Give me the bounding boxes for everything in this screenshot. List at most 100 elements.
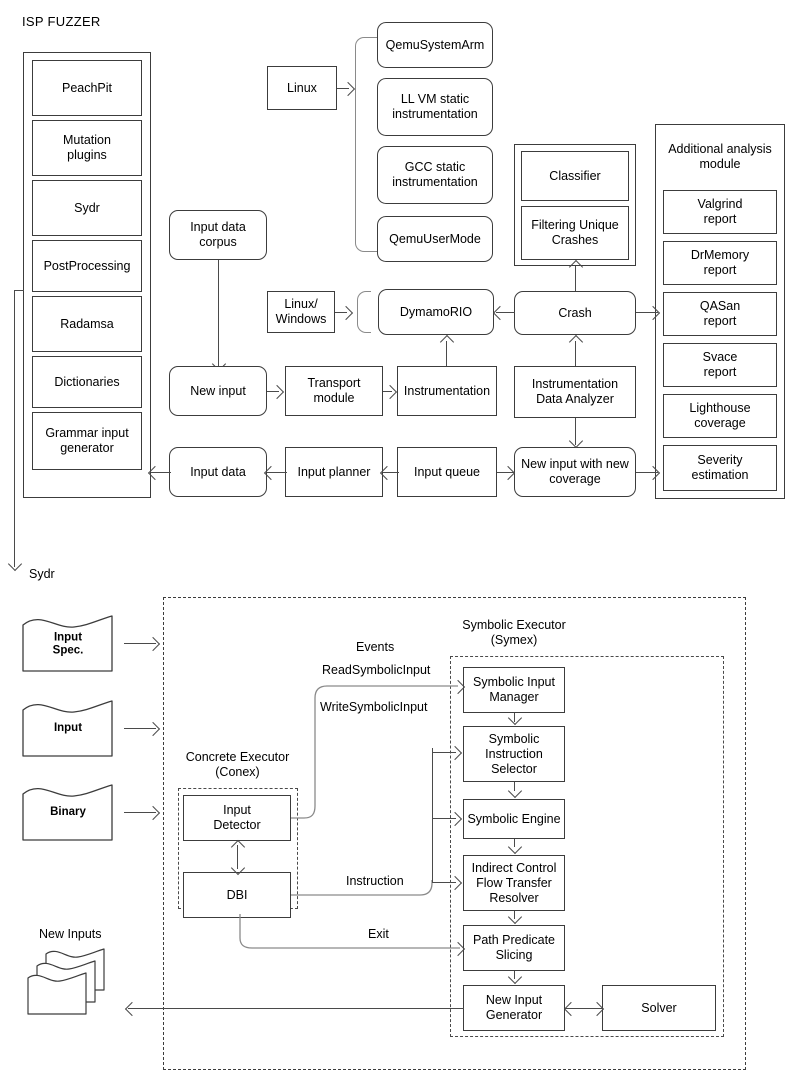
transport-instr-line	[383, 391, 392, 392]
instr-to-dymamorio-line	[446, 341, 447, 366]
transport-instr-arrow-icon	[382, 384, 398, 399]
analyzer-to-crash-line	[575, 341, 576, 366]
concrete-executor-title: Concrete Executor (Conex)	[185, 750, 290, 779]
edge-label-instruction: Instruction	[346, 874, 404, 888]
target-llvm-static-instrumentation[interactable]: LL VM static instrumentation	[377, 78, 493, 136]
node-transport-module[interactable]: Transport module	[285, 366, 383, 416]
plugin-radamsa[interactable]: Radamsa	[32, 296, 142, 352]
node-solver[interactable]: Solver	[602, 985, 716, 1031]
dbi-os-arrow-head-icon	[338, 305, 354, 320]
input-arrow-line	[124, 728, 156, 729]
bus-to-icftr-line	[432, 882, 456, 883]
os-linux-box[interactable]: Linux	[267, 66, 337, 110]
inputspec-arrow-line	[124, 643, 156, 644]
analysis-module-title: Additional analysis module	[668, 142, 772, 171]
fuzzer-loop-down-line	[14, 290, 15, 567]
inputqueue-to-newcoverage-arrow-icon	[500, 465, 516, 480]
icftr-to-pps-line	[514, 911, 515, 919]
inputdata-to-grammar-line	[151, 472, 171, 473]
node-new-input-generator[interactable]: New Input Generator	[463, 985, 565, 1031]
isp-fuzzer-plugin-container	[23, 52, 151, 498]
node-path-predicate-slicing[interactable]: Path Predicate Slicing	[463, 925, 565, 971]
planner-to-inputdata-line	[267, 472, 287, 473]
plugin-peachpit[interactable]: PeachPit	[32, 60, 142, 116]
bus-to-se-line	[432, 818, 456, 819]
node-symbolic-instruction-selector[interactable]: Symbolic Instruction Selector	[463, 726, 565, 782]
analysis-valgrind-report[interactable]: Valgrind report	[663, 190, 777, 234]
dbi-os-linux-windows[interactable]: Linux/ Windows	[267, 291, 335, 333]
edge-label-exit: Exit	[368, 927, 389, 941]
plugin-grammar-input-generator[interactable]: Grammar input generator	[32, 412, 142, 470]
isp-fuzzer-title: ISP FUZZER	[22, 14, 101, 29]
analyzer-to-newcoverage-line	[575, 418, 576, 445]
dbi-os-arrow-line	[335, 312, 347, 313]
analysis-svace-report[interactable]: Svace report	[663, 343, 777, 387]
linux-arrow-head-icon	[340, 81, 356, 96]
sydr-outer-boundary	[163, 597, 746, 1070]
node-new-input[interactable]: New input	[169, 366, 267, 416]
nig-to-newinputs-line	[128, 1008, 464, 1009]
target-gcc-static-instrumentation[interactable]: GCC static instrumentation	[377, 146, 493, 204]
node-symbolic-engine[interactable]: Symbolic Engine	[463, 799, 565, 839]
plugin-postprocessing[interactable]: PostProcessing	[32, 240, 142, 292]
binary-arrow-line	[124, 812, 156, 813]
node-input-data[interactable]: Input data	[169, 447, 267, 497]
input-arrow-head-icon	[145, 721, 161, 736]
node-crash[interactable]: Crash	[514, 291, 636, 335]
node-symbolic-input-manager[interactable]: Symbolic Input Manager	[463, 667, 565, 713]
plugin-mutation-plugins[interactable]: Mutation plugins	[32, 120, 142, 176]
crash-analysis-container	[514, 144, 636, 266]
sydr-input-doc: Input	[22, 698, 114, 758]
inputdetector-dbi-line	[237, 845, 238, 869]
sydr-binary-label: Binary	[50, 806, 86, 819]
analysis-drmemory-report[interactable]: DrMemory report	[663, 241, 777, 285]
target-qemusystemarm[interactable]: QemuSystemArm	[377, 22, 493, 68]
node-new-input-with-new-coverage[interactable]: New input with new coverage	[514, 447, 636, 497]
node-input-planner[interactable]: Input planner	[285, 447, 383, 497]
dbi-brace	[357, 291, 371, 333]
se-to-icftr-line	[514, 839, 515, 847]
sydr-input-label: Input	[53, 722, 83, 735]
plugin-dictionaries[interactable]: Dictionaries	[32, 356, 142, 408]
plugin-sydr[interactable]: Sydr	[32, 180, 142, 236]
sim-to-sis-line	[514, 713, 515, 722]
edge-label-readsymbolicinput: ReadSymbolicInput	[322, 663, 431, 677]
node-dymamorio[interactable]: DymamoRIO	[378, 289, 494, 335]
sydr-binary-doc: Binary	[22, 782, 114, 842]
analysis-lighthouse-coverage[interactable]: Lighthouse coverage	[663, 394, 777, 438]
pps-to-nig-line	[514, 971, 515, 979]
crash-filtering-unique-crashes[interactable]: Filtering Unique Crashes	[521, 206, 629, 260]
inputqueue-to-planner-line	[383, 472, 399, 473]
sydr-input-spec-doc: Input Spec.	[22, 613, 114, 673]
fuzzer-loop-arrow-icon	[7, 556, 22, 572]
edge-label-events: Events	[356, 640, 395, 654]
node-instrumentation[interactable]: Instrumentation	[397, 366, 497, 416]
node-input-detector[interactable]: Input Detector	[183, 795, 291, 841]
sydr-input-spec-label: Input Spec.	[52, 631, 84, 657]
sydr-new-inputs-label: New Inputs	[39, 927, 102, 941]
node-input-queue[interactable]: Input queue	[397, 447, 497, 497]
inputqueue-to-newcoverage-line	[497, 472, 515, 473]
crash-to-dymamorio-arrow-icon	[492, 305, 508, 320]
node-indirect-control-flow-transfer-resolver[interactable]: Indirect Control Flow Transfer Resolver	[463, 855, 565, 911]
analysis-module-container	[655, 124, 785, 499]
bus-to-sis-line	[432, 752, 456, 753]
crash-to-analysis-line	[636, 312, 658, 313]
crash-classifier[interactable]: Classifier	[521, 151, 629, 201]
target-qemuusermode[interactable]: QemuUserMode	[377, 216, 493, 262]
fuzzer-loop-top-line	[14, 290, 24, 291]
analysis-severity-estimation[interactable]: Severity estimation	[663, 445, 777, 491]
node-dbi[interactable]: DBI	[183, 872, 291, 918]
node-instrumentation-data-analyzer[interactable]: Instrumentation Data Analyzer	[514, 366, 636, 418]
input-data-corpus[interactable]: Input data corpus	[169, 210, 267, 260]
instruction-bus-line	[432, 748, 433, 882]
sydr-title: Sydr	[29, 567, 55, 581]
analysis-qasan-report[interactable]: QASan report	[663, 292, 777, 336]
analyzer-to-crash-arrow-icon	[568, 334, 583, 350]
binary-arrow-head-icon	[145, 805, 161, 820]
edge-label-writesymbolicinput: WriteSymbolicInput	[320, 700, 428, 714]
analyzer-to-newcoverage-arrow-icon	[568, 433, 583, 449]
os-brace	[355, 37, 377, 252]
instr-to-dymamorio-arrow-icon	[439, 334, 454, 350]
